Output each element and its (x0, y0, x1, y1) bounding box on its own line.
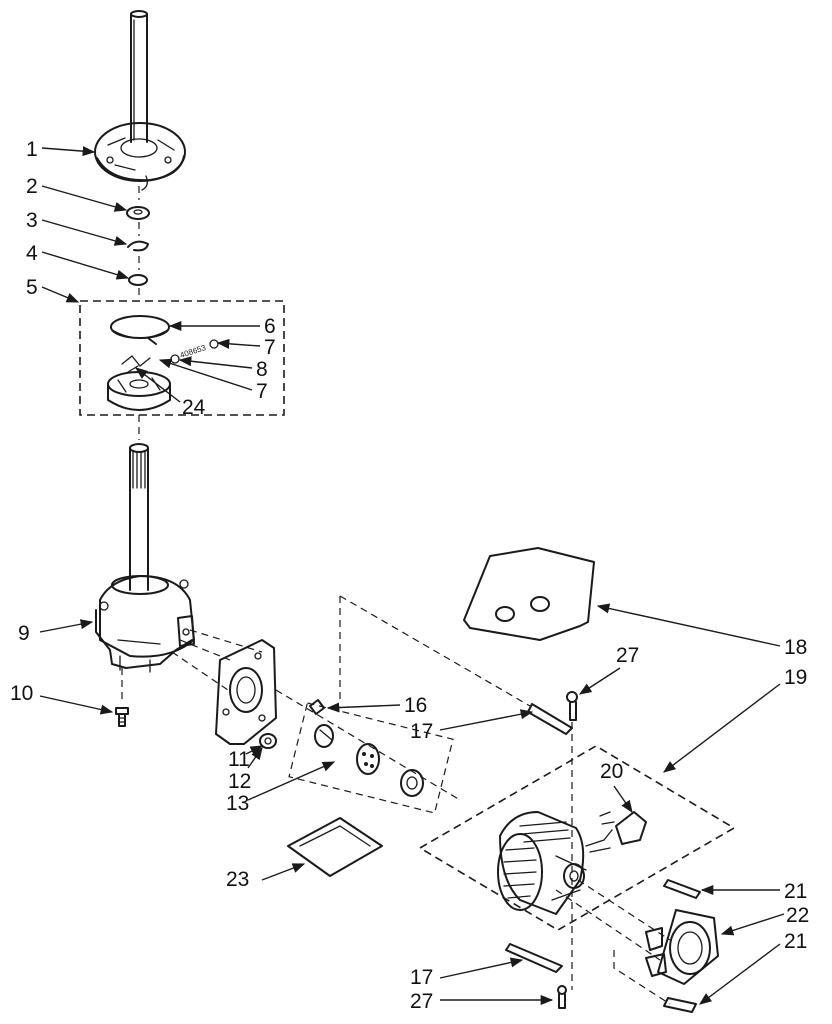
clip-part-3 (127, 240, 149, 252)
callout-19: 19 (784, 666, 807, 689)
callout-13: 13 (226, 792, 249, 815)
panel-part-18 (463, 547, 595, 641)
ring-part-4 (128, 274, 148, 286)
gasket-part-23 (287, 817, 383, 877)
coupler-hub-a (314, 724, 334, 748)
clip-part-17-upper (527, 703, 573, 735)
callout-numbers: 1 2 3 4 5 6 7 8 7 24 9 10 11 12 13 16 17… (10, 138, 809, 1013)
screw-part-27-lower (557, 985, 567, 1009)
clip-part-21-lower (663, 997, 697, 1013)
callout-7-lower: 7 (256, 380, 268, 403)
callout-27-lower: 27 (410, 990, 433, 1013)
pulley-part-1 (94, 122, 186, 191)
clip-part-17-lower (505, 943, 563, 973)
callout-20: 20 (600, 760, 623, 783)
callout-3: 3 (26, 209, 38, 232)
callout-8: 8 (256, 358, 268, 381)
callout-1: 1 (26, 138, 38, 161)
clip-part-21-upper (663, 879, 701, 899)
callout-10: 10 (10, 682, 33, 705)
callout-22: 22 (786, 904, 809, 927)
callout-27-upper: 27 (616, 644, 639, 667)
motor (497, 811, 613, 915)
gearcase-part-9 (95, 575, 195, 673)
coupler-box-part-13 (288, 702, 454, 814)
spring-stamp: 408653 (179, 343, 208, 360)
callout-18: 18 (784, 636, 807, 659)
callout-6: 6 (264, 315, 276, 338)
mounting-plate-part-11 (215, 639, 277, 745)
callout-17-lower: 17 (410, 966, 433, 989)
callout-16: 16 (404, 694, 427, 717)
callout-9: 9 (18, 622, 30, 645)
callout-24: 24 (182, 396, 206, 419)
callout-5: 5 (26, 276, 38, 299)
capacitor-part-22 (645, 909, 719, 985)
leader-lines (39, 146, 785, 1006)
motor-box-part-19 (418, 745, 736, 931)
callout-2: 2 (26, 175, 38, 198)
callout-4: 4 (26, 242, 38, 265)
drive-shaft-top (130, 10, 148, 143)
washer-part-2 (126, 206, 150, 220)
brake-hub-part-24 (107, 355, 171, 411)
spring-part-8: 408653 (170, 339, 219, 364)
callout-11: 11 (228, 748, 250, 771)
callout-23: 23 (226, 868, 249, 891)
bolt-part-10 (115, 707, 129, 727)
callout-21-upper: 21 (784, 880, 807, 903)
switch-part-20 (599, 811, 647, 845)
screw-part-27-upper (566, 691, 578, 721)
coupler-disc (356, 743, 380, 775)
callout-12: 12 (228, 770, 251, 793)
callout-21-lower: 21 (784, 930, 807, 953)
coupler-hub-b (400, 769, 424, 797)
screw-part-16 (309, 699, 325, 715)
splined-shaft (129, 443, 149, 591)
seal-part-12 (259, 733, 277, 749)
brake-assembly-box-part-5 (79, 300, 285, 416)
callout-17-upper: 17 (410, 720, 433, 743)
callout-7-upper: 7 (264, 336, 276, 359)
brake-band-part-6 (110, 315, 170, 345)
